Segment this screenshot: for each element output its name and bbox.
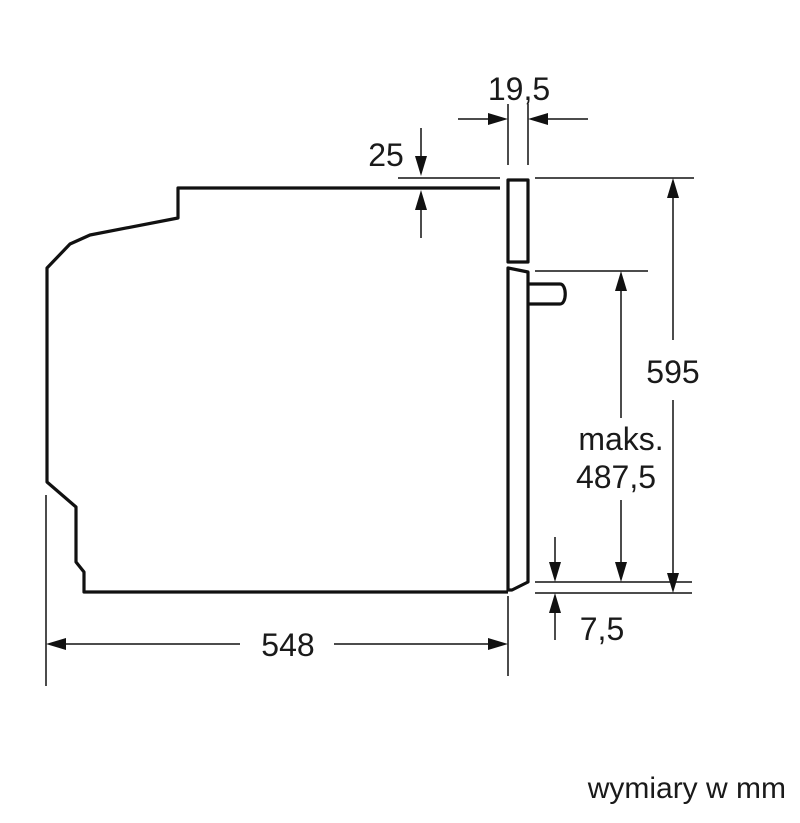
depth-dimension-label: 548 bbox=[261, 627, 314, 663]
max-dimension-prefix: maks. bbox=[578, 421, 663, 457]
height-dimension-label: 595 bbox=[646, 354, 699, 390]
depth-arrow-left-head bbox=[46, 638, 66, 650]
front-panel-arrow-left-head bbox=[488, 113, 508, 125]
oven-body-outline bbox=[45, 186, 508, 594]
max-arrow-bottom-head bbox=[615, 562, 627, 582]
top-gap-arrow-up-head bbox=[415, 190, 427, 210]
top-gap-dimension-label: 25 bbox=[368, 137, 404, 173]
front-panel-arrow-right-head bbox=[528, 113, 548, 125]
door-handle bbox=[528, 282, 567, 306]
bottom-gap-arrow-up-head bbox=[549, 593, 561, 613]
door-lower-panel bbox=[506, 266, 530, 592]
door-upper-panel bbox=[506, 178, 530, 264]
depth-arrow-right-head bbox=[488, 638, 508, 650]
bottom-gap-dimension-label: 7,5 bbox=[580, 611, 624, 647]
front-panel-dimension-label: 19,5 bbox=[488, 71, 550, 107]
bottom-gap-arrow-down-head bbox=[549, 562, 561, 582]
max-arrow-top-head bbox=[615, 271, 627, 291]
max-dimension-label: 487,5 bbox=[576, 459, 656, 495]
height-arrow-top-head bbox=[667, 178, 679, 198]
top-gap-arrow-down-head bbox=[415, 156, 427, 176]
height-arrow-bottom-head bbox=[667, 573, 679, 593]
units-caption: wymiary w mm bbox=[587, 772, 786, 805]
